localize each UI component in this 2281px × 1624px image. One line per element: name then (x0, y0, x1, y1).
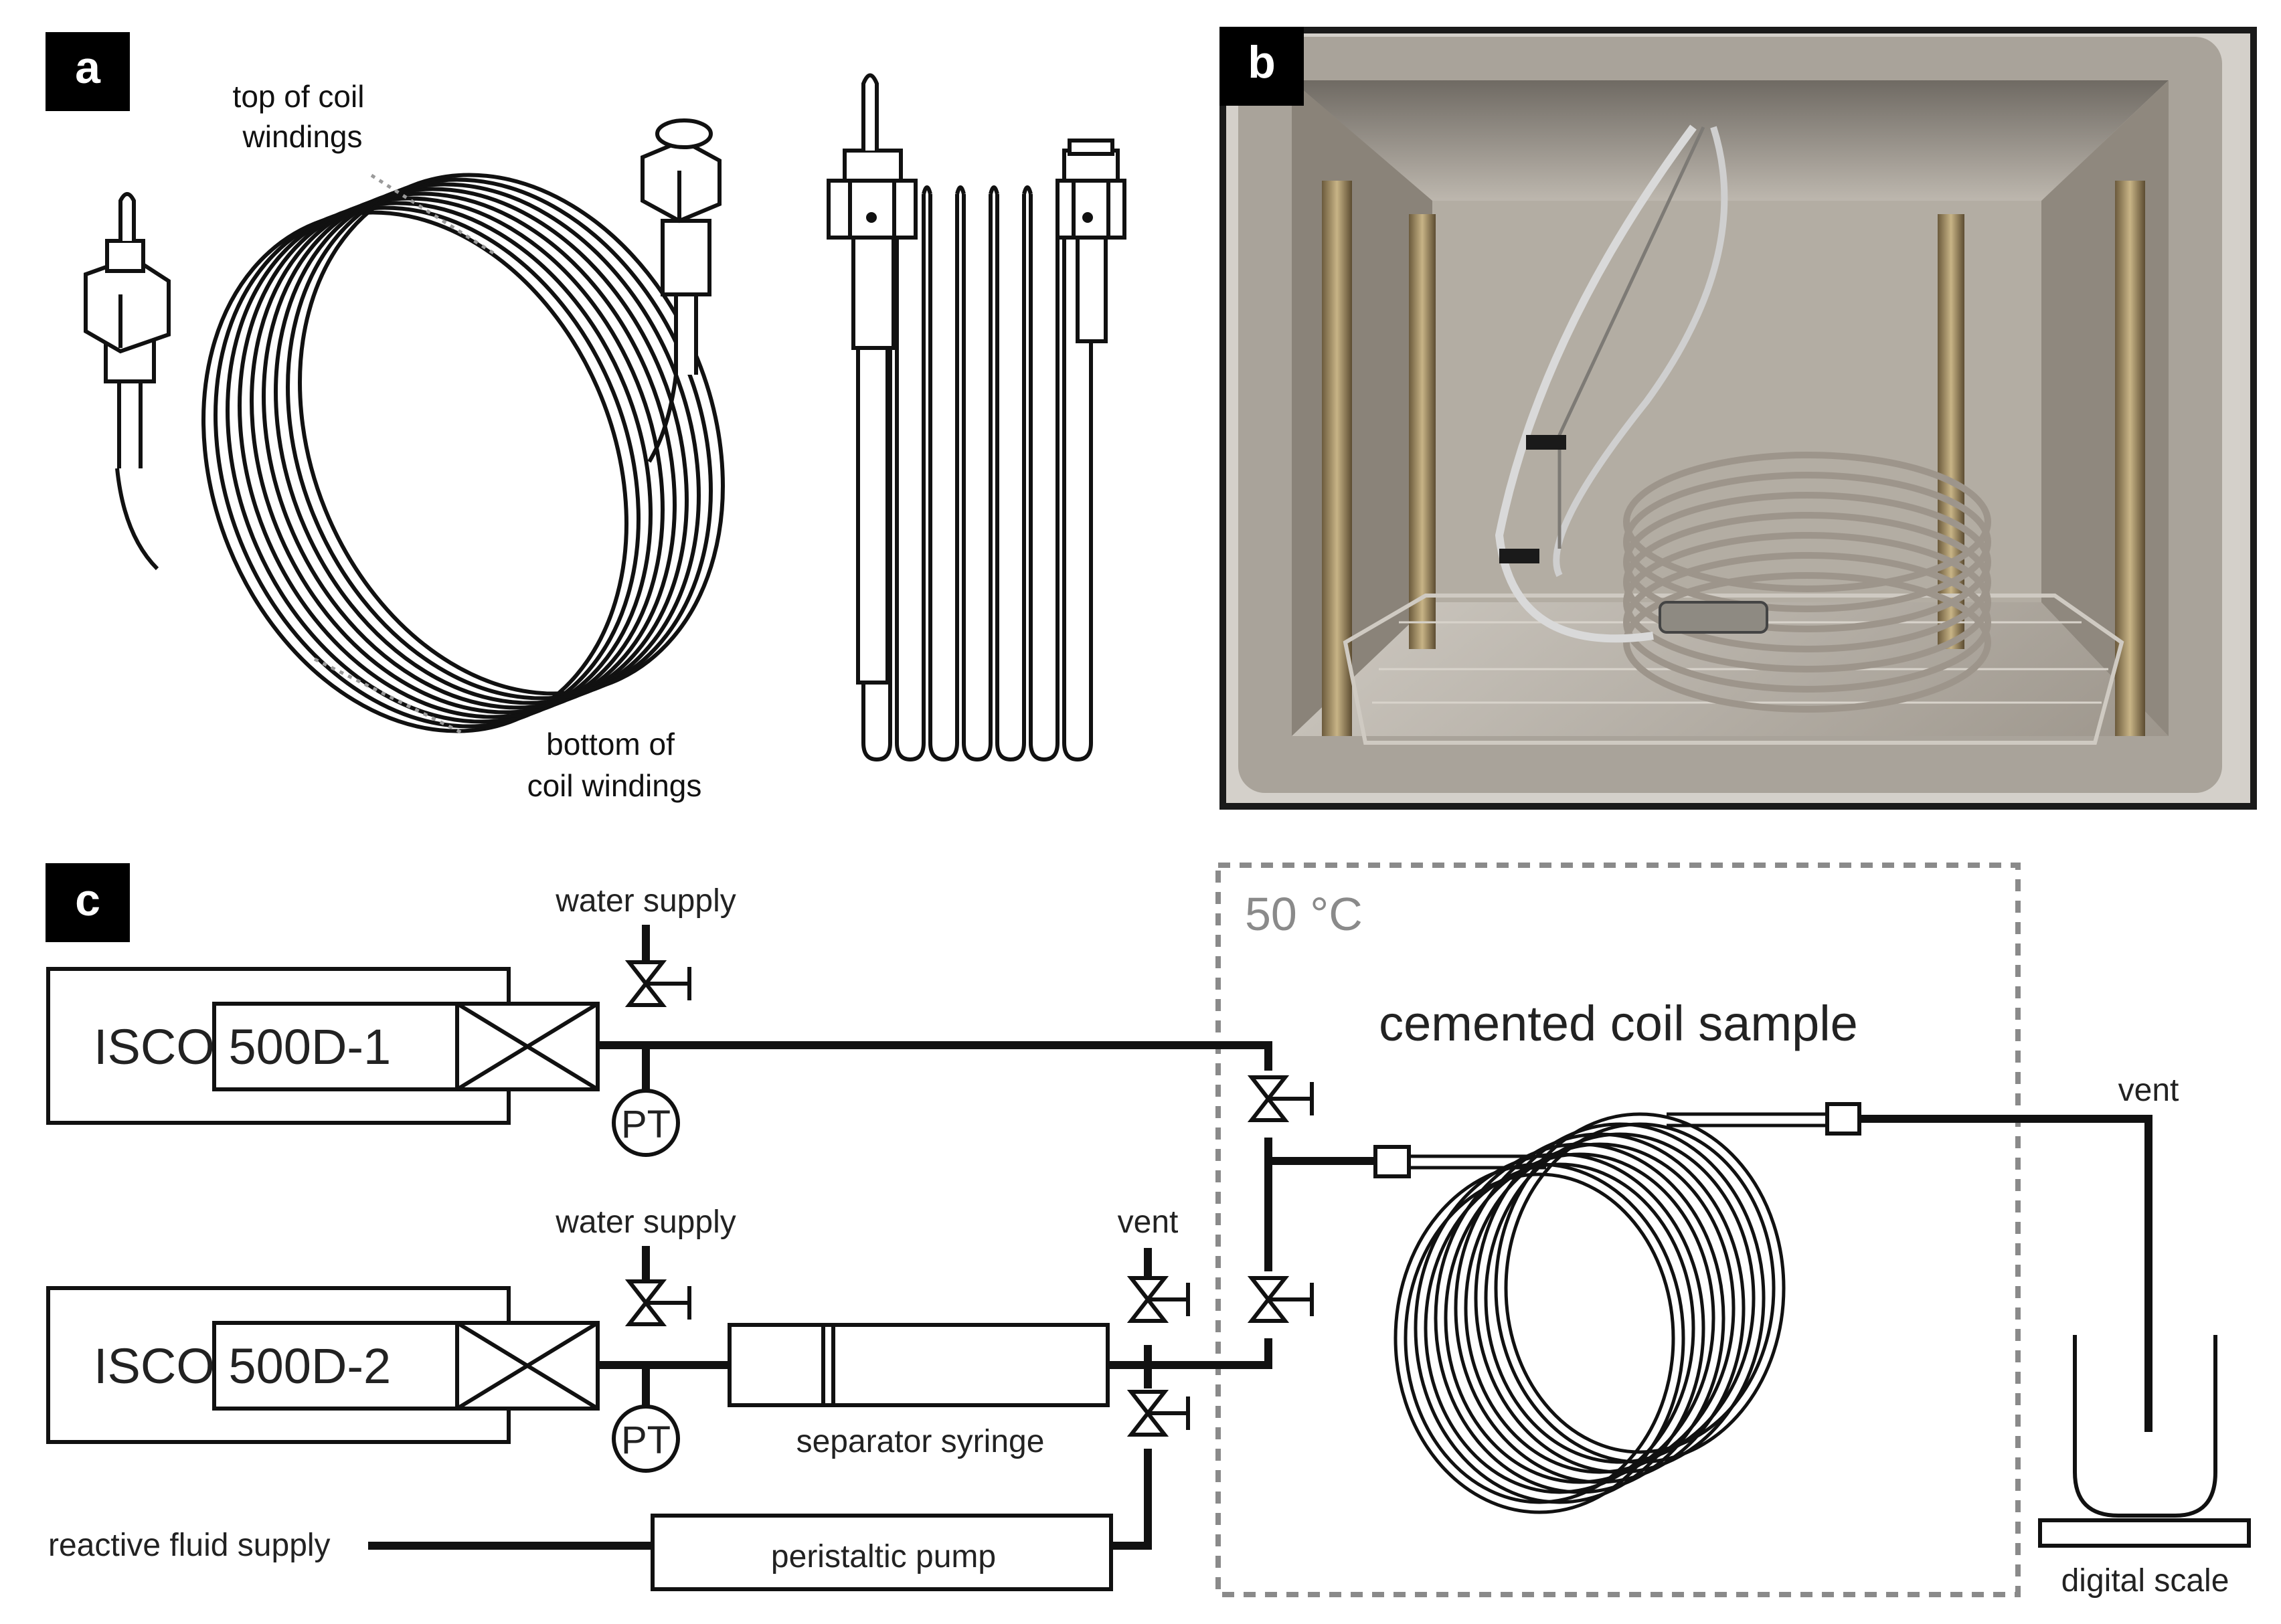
vent-left-label: vent (1118, 1204, 1179, 1240)
panel-c-tag-text: c (75, 875, 100, 925)
pressure-transducer-2: PT (612, 1405, 680, 1473)
coil-outlet-fitting (1825, 1102, 1861, 1136)
valve-peristaltic (1126, 1390, 1190, 1437)
water-supply-1-label: water supply (555, 883, 736, 919)
panel-a-tag (46, 32, 130, 111)
top-of-coil-label-1: top of coil (233, 79, 365, 114)
panel-a: a (46, 32, 1126, 803)
beaker (2073, 1335, 2217, 1518)
valve-vent-left (1126, 1276, 1190, 1323)
oven-boundary-dashed (1215, 863, 2021, 1597)
top-of-coil-label-2: windings (242, 119, 363, 154)
separator-label: separator syringe (796, 1424, 1045, 1459)
side-left-fitting (827, 73, 918, 685)
panel-b-tag (1219, 27, 1304, 106)
pt1-label: PT (621, 1103, 671, 1146)
bottom-of-coil-label-1: bottom of (546, 727, 675, 761)
peristaltic-pump (651, 1514, 1113, 1591)
panel-b-tag-text: b (1248, 37, 1276, 88)
bottom-of-coil-label-2: coil windings (527, 768, 702, 803)
valve-water-2 (624, 1279, 691, 1326)
isco-pump-1-label: ISCO 500D-1 (94, 1019, 391, 1075)
side-right-fitting (1055, 139, 1126, 343)
panel-a-tag-text: a (75, 42, 101, 93)
coil-side-view (861, 185, 1093, 762)
panel-c-schematic: c 50 °C cemented coil sample ISCO 500D-1… (46, 863, 2251, 1599)
coil-inlet-fitting (1373, 1145, 1411, 1178)
left-fitting (84, 192, 171, 571)
valve-inlet-lower (1247, 1276, 1314, 1323)
temperature-label: 50 °C (1245, 888, 1363, 940)
digital-scale-label: digital scale (2061, 1563, 2229, 1599)
panel-b-oven-photo: b (1219, 27, 2257, 810)
digital-scale (2038, 1518, 2251, 1548)
top-windings-marker (370, 173, 497, 256)
right-fitting (641, 118, 722, 463)
pt2-label: PT (621, 1419, 671, 1462)
pressure-transducer-1: PT (612, 1089, 680, 1157)
valve-inlet-upper (1247, 1075, 1314, 1122)
peristaltic-label: peristaltic pump (771, 1539, 996, 1574)
coil-sample-label: cemented coil sample (1379, 996, 1858, 1051)
photo-coil (1623, 452, 1991, 713)
schematic-coil (1393, 1112, 1827, 1514)
valve-water-1 (624, 960, 691, 1007)
panel-c-tag (46, 863, 130, 942)
vent-right-label: vent (2118, 1073, 2179, 1108)
isco-pump-2-label: ISCO 500D-2 (94, 1338, 391, 1394)
reactive-fluid-label: reactive fluid supply (48, 1528, 331, 1563)
water-supply-2-label: water supply (555, 1204, 736, 1240)
separator-syringe (728, 1323, 1110, 1407)
flow-lines (368, 925, 2152, 1550)
